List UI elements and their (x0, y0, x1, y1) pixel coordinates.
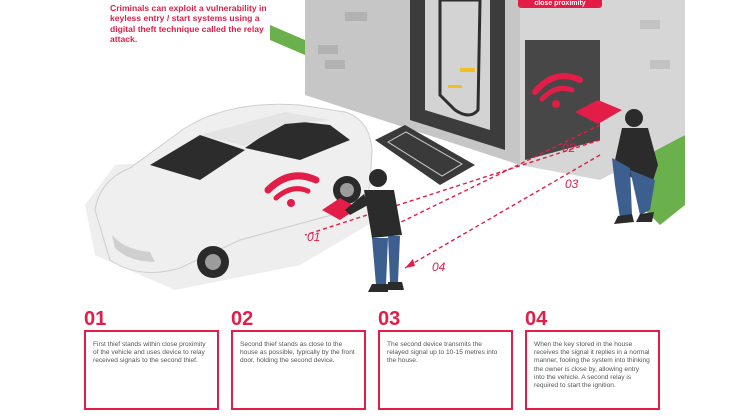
scene-label-01: 01 (307, 230, 320, 244)
step-number: 01 (84, 308, 107, 330)
brick (345, 12, 367, 21)
step-text: Second thief stands as close to the hous… (240, 341, 355, 365)
brick (325, 60, 345, 69)
brick (318, 45, 338, 54)
step-box: First thief stands within close proximit… (84, 330, 219, 410)
step-card-02: 02 Second thief stands as close to the h… (231, 308, 366, 410)
intro-text: Criminals can exploit a vulnerability in… (110, 3, 267, 45)
scene-label-04: 04 (432, 260, 446, 274)
brick (640, 20, 660, 29)
wifi-wave-house (532, 73, 583, 95)
step-card-04: 04 When the key stored in the house rece… (525, 308, 660, 410)
step-box: The second device transmits the relayed … (378, 330, 513, 410)
step-number: 04 (525, 308, 548, 330)
step-box: Second thief stands as close to the hous… (231, 330, 366, 410)
step-text: The second device transmits the relayed … (387, 341, 498, 365)
thief-first (345, 169, 404, 292)
scene-label-02: 02 (562, 141, 576, 155)
scene-label-03: 03 (565, 177, 579, 191)
relay-device-house (575, 100, 622, 124)
door-handle (460, 68, 475, 72)
car-grille (112, 235, 155, 262)
step-card-01: 01 First thief stands within close proxi… (84, 308, 219, 410)
step-number: 02 (231, 308, 254, 330)
step-number: 03 (378, 308, 401, 330)
relay-line-car (304, 139, 601, 236)
step-text: When the key stored in the house receive… (534, 341, 650, 390)
step-box: When the key stored in the house receive… (525, 330, 660, 410)
arrow-head (405, 259, 415, 268)
relay-line-ignition (404, 154, 601, 269)
relay-attack-illustration: 01 02 03 04 (85, 0, 685, 292)
house-tag: close proximity (518, 0, 602, 8)
step-card-03: 03 The second device transmits the relay… (378, 308, 513, 410)
relay-device-car (322, 198, 358, 220)
car (94, 103, 373, 278)
grass-left (270, 25, 305, 55)
thief-second (612, 109, 658, 224)
brick (650, 60, 670, 69)
car-roof (200, 112, 330, 146)
step-text: First thief stands within close proximit… (93, 341, 206, 365)
relay-line-house (394, 124, 601, 226)
car-windshield (150, 135, 245, 180)
wall-opening (525, 40, 600, 160)
wifi-wave-car (264, 172, 320, 194)
doormat (375, 125, 475, 185)
